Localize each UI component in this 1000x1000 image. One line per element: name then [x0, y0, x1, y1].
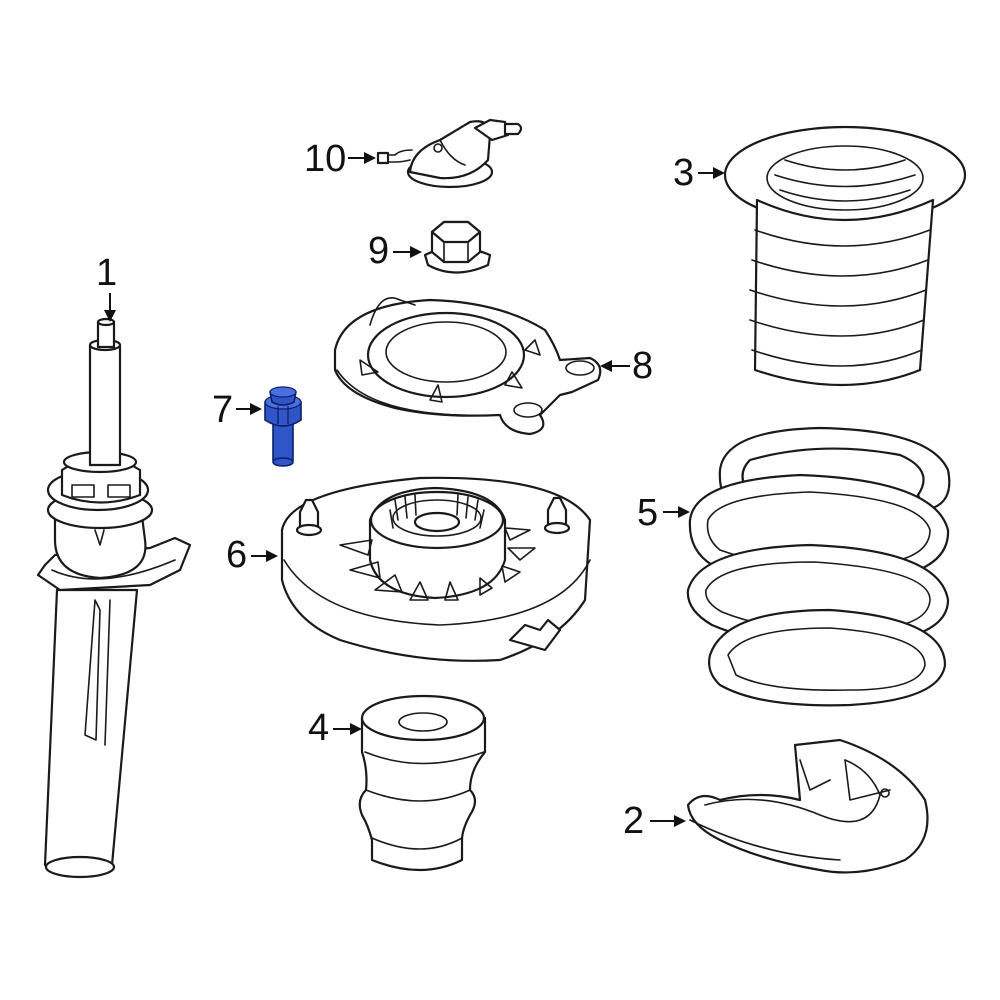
svg-text:3: 3: [673, 152, 694, 194]
svg-text:7: 7: [212, 389, 233, 431]
part-bump-stop[interactable]: [358, 694, 487, 872]
callout-9: 9: [368, 230, 422, 272]
svg-text:6: 6: [226, 534, 247, 576]
svg-text:1: 1: [96, 252, 117, 294]
part-lower-spring-seat[interactable]: [686, 738, 929, 874]
part-sensor-cap[interactable]: [376, 118, 523, 189]
svg-text:4: 4: [308, 707, 329, 749]
part-upper-mount-plate[interactable]: [333, 297, 602, 436]
callout-5: 5: [637, 492, 690, 534]
callout-7: 7: [212, 389, 262, 431]
svg-text:8: 8: [632, 345, 653, 387]
svg-text:5: 5: [637, 492, 658, 534]
part-bolt[interactable]: [264, 386, 302, 467]
callout-3: 3: [673, 152, 725, 194]
svg-text:2: 2: [623, 800, 644, 842]
callout-4: 4: [308, 707, 362, 749]
part-nut[interactable]: [423, 220, 492, 274]
callout-8: 8: [600, 345, 653, 387]
part-strut-mount[interactable]: [280, 476, 592, 662]
svg-text:9: 9: [368, 230, 389, 272]
part-strut[interactable]: [36, 317, 192, 879]
part-coil-spring[interactable]: [686, 426, 951, 707]
callout-2: 2: [623, 800, 686, 842]
callout-1: 1: [96, 252, 117, 322]
callout-6: 6: [226, 534, 278, 576]
part-dust-boot[interactable]: [723, 125, 967, 387]
svg-text:10: 10: [304, 138, 346, 180]
callout-10: 10: [304, 138, 376, 180]
